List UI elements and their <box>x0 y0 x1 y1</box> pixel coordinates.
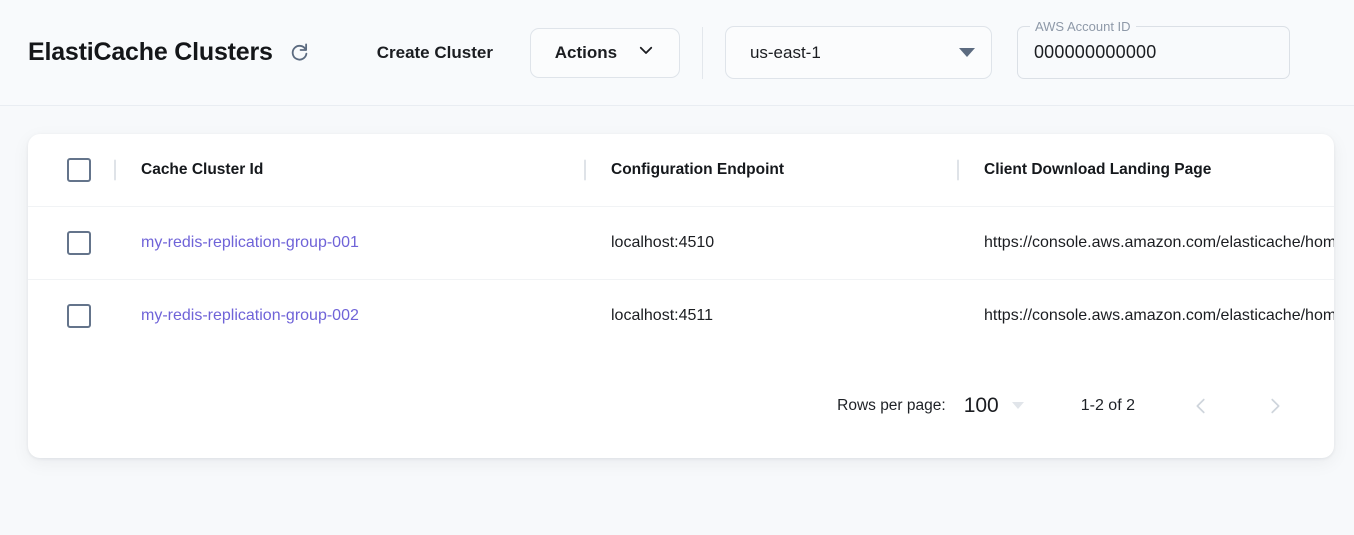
row-checkbox[interactable] <box>67 230 91 255</box>
table-row[interactable]: my-redis-replication-group-001 localhost… <box>28 205 1334 279</box>
select-all-header <box>28 134 114 206</box>
actions-dropdown-button[interactable]: Actions <box>529 27 680 78</box>
configuration-endpoint-value: localhost:4510 <box>611 233 715 251</box>
pagination-range-label: 1-2 of 2 <box>1080 396 1135 414</box>
previous-page-button[interactable] <box>1178 383 1224 429</box>
row-checkbox[interactable] <box>67 303 91 328</box>
table-row[interactable]: my-redis-replication-group-002 localhost… <box>28 278 1334 352</box>
triangle-down-icon <box>958 48 975 57</box>
column-header-configuration-endpoint[interactable]: Configuration Endpoint <box>584 134 957 206</box>
cell-cache-cluster-id: my-redis-replication-group-002 <box>114 278 584 352</box>
select-all-checkbox[interactable] <box>67 157 91 182</box>
clusters-table: Cache Cluster Id Configuration Endpoint … <box>28 134 1334 352</box>
region-select[interactable]: us-east-1 <box>724 26 992 79</box>
next-page-button[interactable] <box>1252 383 1298 429</box>
table-header-row: Cache Cluster Id Configuration Endpoint … <box>28 134 1334 206</box>
header-divider <box>701 26 703 79</box>
cell-configuration-endpoint: localhost:4511 <box>584 278 957 352</box>
row-select-cell <box>28 278 114 352</box>
cell-cache-cluster-id: my-redis-replication-group-001 <box>114 205 584 279</box>
cell-client-download-landing-page: https://console.aws.amazon.com/elasticac… <box>957 278 1334 352</box>
column-separator <box>114 159 116 181</box>
column-separator <box>584 159 586 181</box>
clusters-card: Cache Cluster Id Configuration Endpoint … <box>28 134 1334 458</box>
page-title: ElastiCache Clusters <box>28 38 273 66</box>
region-value: us-east-1 <box>749 42 821 62</box>
client-download-landing-page-value: https://console.aws.amazon.com/elasticac… <box>984 306 1334 324</box>
rows-per-page-label: Rows per page: <box>837 396 946 414</box>
rows-per-page-select[interactable]: 100 <box>964 394 1024 418</box>
table-body: my-redis-replication-group-001 localhost… <box>28 205 1334 352</box>
chevron-left-icon <box>1190 395 1212 417</box>
column-header-cache-cluster-id[interactable]: Cache Cluster Id <box>114 134 584 206</box>
cluster-id-link[interactable]: my-redis-replication-group-002 <box>141 306 359 324</box>
table-head: Cache Cluster Id Configuration Endpoint … <box>28 134 1334 206</box>
client-download-landing-page-value: https://console.aws.amazon.com/elasticac… <box>984 233 1334 251</box>
caret-down-icon <box>1011 402 1024 409</box>
refresh-button[interactable] <box>283 36 317 70</box>
cell-client-download-landing-page: https://console.aws.amazon.com/elasticac… <box>957 205 1334 279</box>
rows-per-page-value: 100 <box>963 393 999 417</box>
column-header-client-download-landing-page[interactable]: Client Download Landing Page <box>957 134 1334 206</box>
app-header: ElastiCache Clusters Create Cluster Acti… <box>0 0 1354 106</box>
column-header-label: Client Download Landing Page <box>984 160 1212 178</box>
column-separator <box>957 159 959 181</box>
refresh-icon <box>288 41 311 64</box>
configuration-endpoint-value: localhost:4511 <box>611 306 713 324</box>
aws-account-id-field[interactable]: AWS Account ID 000000000000 <box>1016 19 1290 79</box>
aws-account-id-label: AWS Account ID <box>1029 19 1136 34</box>
column-header-label: Configuration Endpoint <box>611 160 785 178</box>
column-header-label: Cache Cluster Id <box>141 160 264 178</box>
cell-configuration-endpoint: localhost:4510 <box>584 205 957 279</box>
table-pagination: Rows per page: 100 1-2 of 2 <box>28 353 1334 458</box>
create-cluster-button[interactable]: Create Cluster <box>373 33 497 73</box>
actions-label: Actions <box>554 42 618 62</box>
chevron-down-icon <box>637 41 655 64</box>
row-select-cell <box>28 205 114 279</box>
cluster-id-link[interactable]: my-redis-replication-group-001 <box>141 233 359 251</box>
aws-account-id-value: 000000000000 <box>1033 42 1157 62</box>
chevron-right-icon <box>1264 395 1286 417</box>
